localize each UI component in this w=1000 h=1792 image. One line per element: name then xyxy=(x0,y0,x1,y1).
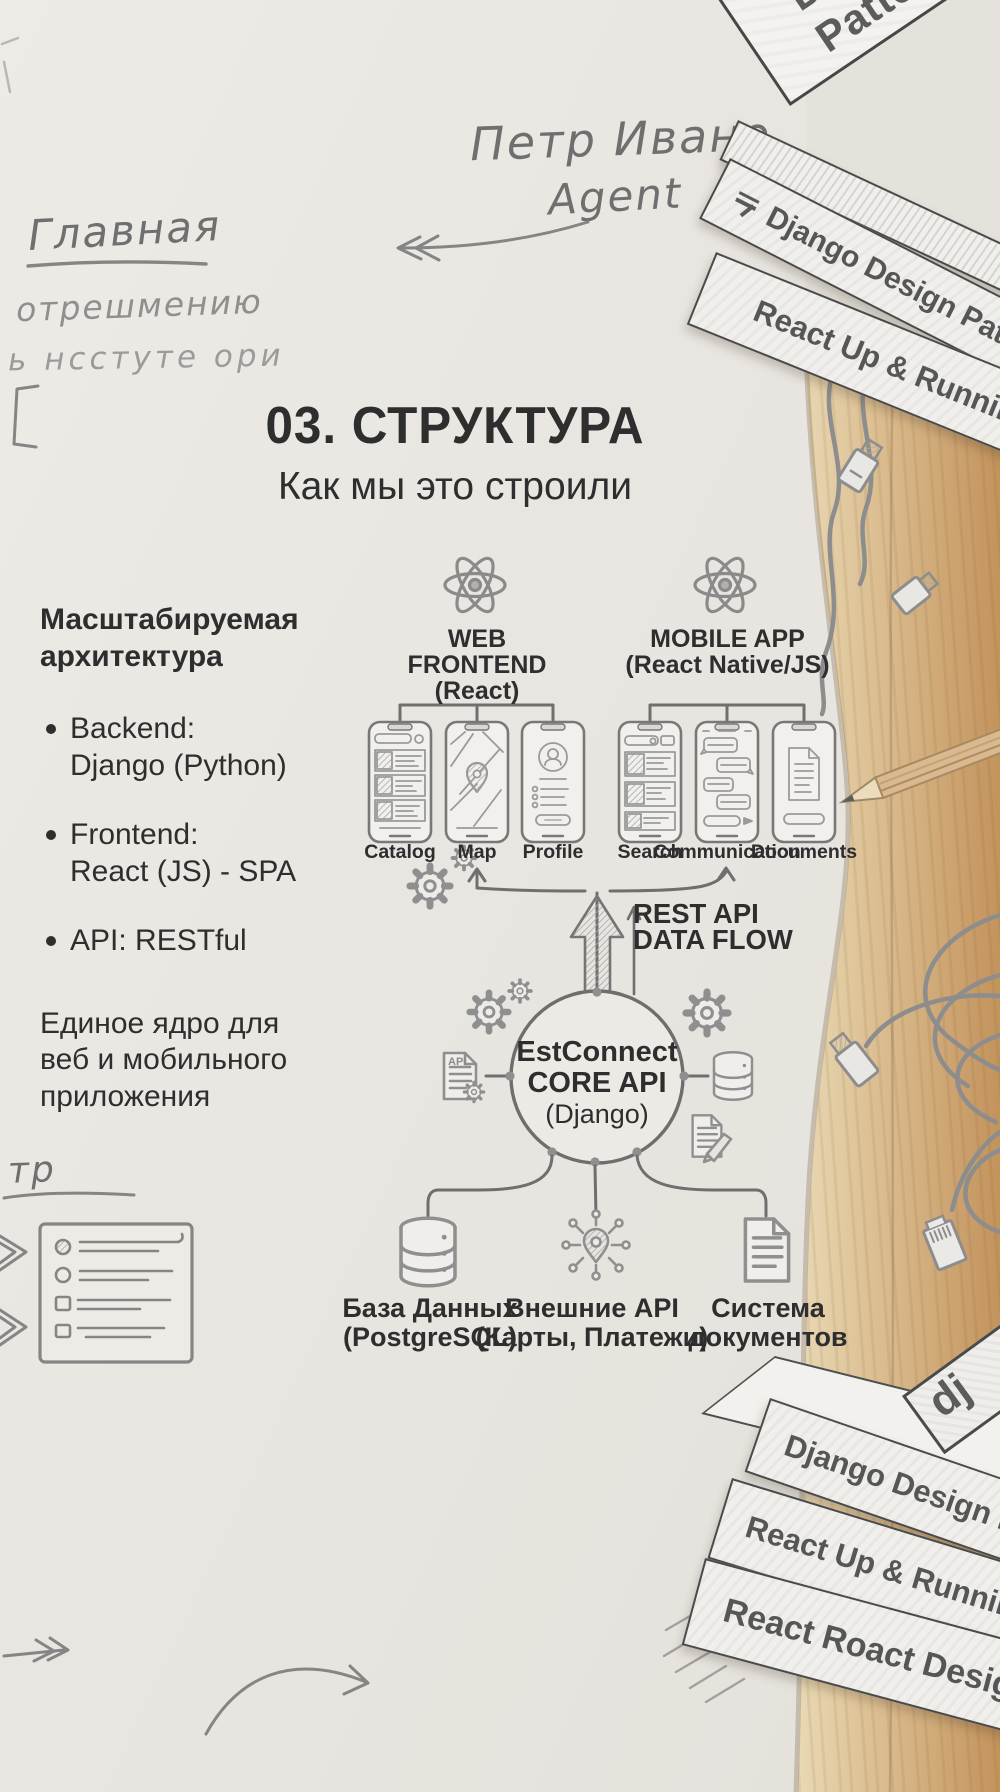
phones-sketch xyxy=(367,720,837,844)
gear-icon xyxy=(507,978,533,1004)
list-item: Backend: Django (Python) xyxy=(40,711,318,784)
bullet-dot-icon xyxy=(46,830,56,840)
slide-subtitle: Как мы это строили xyxy=(277,465,633,508)
phone-caption-search: Search xyxy=(617,841,683,863)
big-arrow-up xyxy=(569,894,625,995)
phone-caption-catalog: Catalog xyxy=(364,841,436,863)
bullet-dot-icon xyxy=(46,936,56,946)
left-arrow-sketch xyxy=(396,220,590,262)
margin-sketches xyxy=(0,36,746,1736)
documents-icon xyxy=(743,1217,791,1283)
list-item: API: RESTful xyxy=(40,923,318,960)
mobile-group-title: MOBILE APP xyxy=(650,625,805,653)
cable-coil-sketch xyxy=(828,912,1000,1272)
node-label-documents: Система документов xyxy=(648,1294,888,1351)
tr-underline xyxy=(2,1191,136,1200)
bullet-text: API: RESTful xyxy=(70,924,247,957)
mobile-group-subtitle: (React Native/JS) xyxy=(625,651,830,679)
api-doc-icon: API xyxy=(442,1051,486,1104)
sidebar-bullet-list: Backend: Django (Python) Frontend: React… xyxy=(40,711,318,960)
bullet-text: Frontend: xyxy=(70,818,199,851)
web-group-label: WEB FRONTEND (React) xyxy=(377,626,577,704)
heading-underline xyxy=(26,260,208,268)
mobile-group-label: MOBILE APP (React Native/JS) xyxy=(615,626,840,678)
diagram-icons: API xyxy=(399,844,791,1288)
bullet-text: Backend: xyxy=(70,712,196,745)
bullet-dot-icon xyxy=(46,724,56,734)
core-api-label: EstConnect CORE API (Django) xyxy=(507,1037,687,1130)
node-label-external-api: Внешние API (Карты, Платежи) xyxy=(472,1294,712,1351)
rj45-plug-icon xyxy=(922,1214,968,1272)
sidebar-heading: Масштабируемая архитектура xyxy=(40,603,299,673)
diagram-connectors xyxy=(398,703,806,1218)
api-icon-label: API xyxy=(448,1056,466,1068)
bracket-sketch xyxy=(12,384,40,449)
gear-icon xyxy=(410,866,450,906)
database-icon xyxy=(399,1216,457,1288)
flow-label-line1: REST API xyxy=(633,898,759,929)
usb-cable-top-sketch xyxy=(819,357,940,717)
node-line: (Карты, Платежи) xyxy=(475,1321,709,1352)
sidebar-text: Масштабируемая архитектура Backend: Djan… xyxy=(40,602,318,1115)
bullet-text: React (JS) - SPA xyxy=(70,854,297,888)
web-group-subtitle: (React) xyxy=(434,677,520,705)
gear-icon xyxy=(686,992,728,1034)
node-label-database: База Данных (PostgreSQL) xyxy=(310,1294,550,1351)
bullet-text: Django (Python) xyxy=(70,748,287,782)
phone-communication xyxy=(694,720,760,844)
pencil-sketch xyxy=(838,682,1000,804)
spine-logo-icon xyxy=(732,190,762,218)
slide-title-block: 03. СТРУКТУРА Как мы это строили xyxy=(105,396,805,509)
chevron-arrows-sketch xyxy=(0,1234,28,1347)
phone-caption-documents: Documents xyxy=(750,841,858,863)
web-group-title: WEB FRONTEND xyxy=(407,625,547,679)
flow-label-line2: DATA FLOW xyxy=(633,924,793,955)
flow-label: REST API DATA FLOW xyxy=(633,898,793,955)
node-line: документов xyxy=(688,1321,848,1352)
react-icon xyxy=(693,551,757,619)
react-logos xyxy=(443,551,757,619)
node-line: (PostgreSQL) xyxy=(342,1321,517,1352)
phone-caption-communication: Communication xyxy=(653,841,801,863)
curved-arrow-sketch xyxy=(204,1664,370,1736)
node-line: Внешние API xyxy=(505,1293,679,1323)
react-icon xyxy=(443,551,507,619)
phone-profile xyxy=(520,720,586,844)
core-name: EstConnect xyxy=(516,1036,678,1068)
sidebar-note: Единое ядро для веб и мобильного приложе… xyxy=(40,1006,288,1113)
list-item: Frontend: React (JS) - SPA xyxy=(40,817,318,890)
node-line: Система xyxy=(711,1293,825,1323)
phone-search xyxy=(617,720,683,844)
usb-plug-icon xyxy=(828,1031,880,1088)
phone-documents xyxy=(771,720,837,844)
shadow-hatch xyxy=(662,1614,746,1704)
connector-dots xyxy=(505,987,689,1167)
phone-caption-profile: Profile xyxy=(522,841,584,863)
phone-caption-map: Map xyxy=(457,841,497,863)
core-type: CORE API xyxy=(527,1067,667,1099)
gear-icon xyxy=(470,993,509,1032)
external-api-hub-icon xyxy=(561,1209,631,1281)
core-framework: (Django) xyxy=(545,1099,649,1129)
node-line: База Данных xyxy=(342,1293,518,1323)
contract-doc-icon xyxy=(691,1114,733,1164)
bottom-arrow-sketch xyxy=(2,1636,70,1663)
phone-catalog xyxy=(367,720,433,844)
phone-map xyxy=(444,720,510,844)
checklist-sketch xyxy=(38,1222,194,1364)
database-icon xyxy=(712,1051,754,1101)
slide-title: 03. СТРУКТУРА xyxy=(265,397,645,455)
